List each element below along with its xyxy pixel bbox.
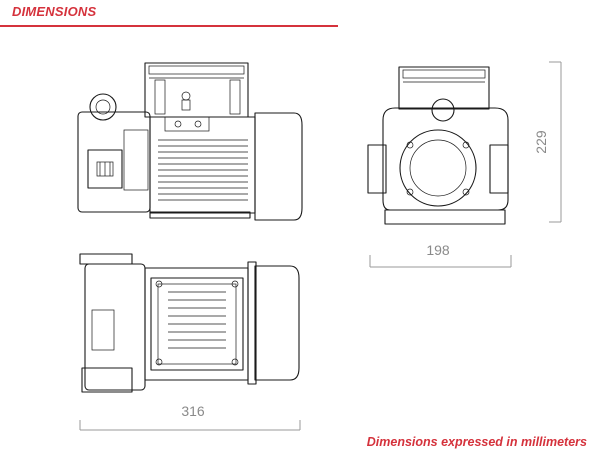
base-plate xyxy=(149,211,251,219)
inlet-port xyxy=(89,93,117,121)
top-pump-head xyxy=(84,263,146,391)
title-underline xyxy=(0,25,338,27)
end-base xyxy=(384,209,506,225)
impeller-cover xyxy=(399,129,477,207)
width-label: 198 xyxy=(426,242,450,258)
top-fan-cover xyxy=(254,265,300,381)
end-view-drawing xyxy=(367,66,509,225)
end-inlet-port xyxy=(431,98,455,122)
length-dimension: 316 xyxy=(79,403,301,431)
outlet-flange xyxy=(87,149,123,189)
length-label: 316 xyxy=(181,403,205,419)
top-terminal-box xyxy=(150,277,244,371)
top-inlet-flange xyxy=(79,253,133,265)
units-note: Dimensions expressed in millimeters xyxy=(366,435,587,449)
top-outlet-flange xyxy=(81,367,133,393)
section-title: DIMENSIONS xyxy=(12,4,97,19)
height-label: 229 xyxy=(533,130,549,154)
end-housing xyxy=(382,107,509,211)
top-view-drawing xyxy=(79,253,300,393)
top-fins xyxy=(168,291,226,349)
pump-head xyxy=(77,111,151,213)
height-dimension: 229 xyxy=(533,61,562,223)
motor-body xyxy=(149,116,256,214)
fan-cover xyxy=(254,112,303,221)
left-flange xyxy=(367,144,387,194)
cooling-fins xyxy=(158,139,248,201)
side-view-drawing xyxy=(77,62,303,221)
end-terminal-box xyxy=(398,66,490,110)
width-dimension: 198 xyxy=(369,242,512,268)
right-flange xyxy=(489,144,509,194)
terminal-box xyxy=(144,62,249,118)
